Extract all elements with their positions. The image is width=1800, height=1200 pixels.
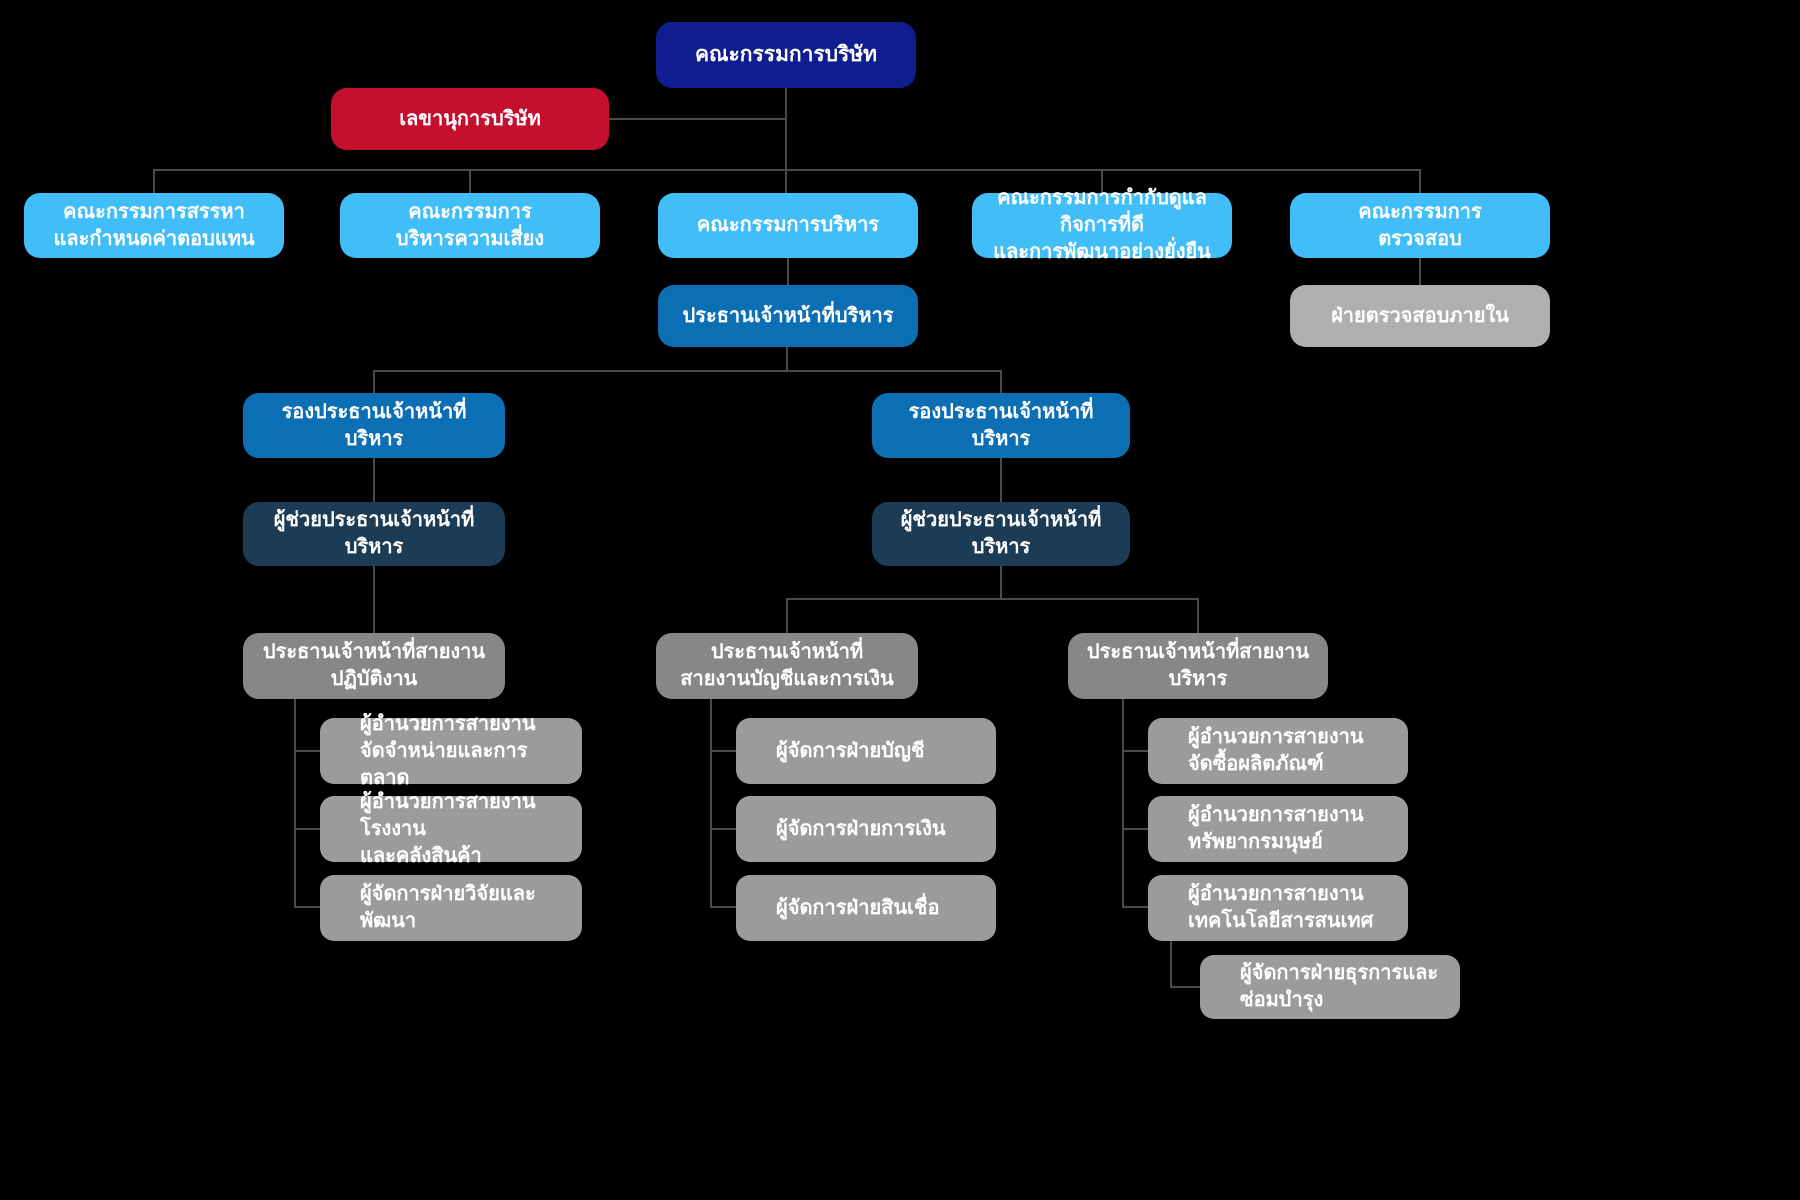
connector — [1170, 986, 1200, 988]
node-label: ประธานเจ้าหน้าที่บริหาร — [682, 304, 894, 327]
node-audit-committee: คณะกรรมการ ตรวจสอบ — [1290, 193, 1550, 258]
node-nomination-committee: คณะกรรมการสรรหา และกำหนดค่าตอบแทน — [24, 193, 284, 258]
node-label: คณะกรรมการบริหาร — [696, 214, 880, 236]
node-chief-operations: ประธานเจ้าหน้าที่สายงานปฏิบัติงาน — [243, 633, 505, 699]
connector — [1101, 169, 1103, 193]
node-label: ผู้อำนวยการสายงาน จัดจำหน่ายและการตลาด — [360, 712, 536, 789]
connector — [786, 598, 1199, 600]
connector — [373, 370, 1002, 372]
node-manager-credit: ผู้จัดการฝ่ายสินเชื่อ — [736, 875, 996, 941]
connector — [1122, 828, 1148, 830]
connector — [710, 906, 736, 908]
node-label: ผู้อำนวยการสายงาน เทคโนโลยีสารสนเทศ — [1188, 883, 1374, 932]
node-label: ประธานเจ้าหน้าที่ สายงานบัญชีและการเงิน — [680, 641, 894, 690]
node-chief-accounting-finance: ประธานเจ้าหน้าที่ สายงานบัญชีและการเงิน — [656, 633, 918, 699]
node-assistant-ceo-left: ผู้ช่วยประธานเจ้าหน้าที่บริหาร — [243, 502, 505, 566]
connector — [1122, 750, 1148, 752]
node-label: คณะกรรมการกำกับดูแลกิจการที่ดี และการพัฒ… — [993, 187, 1211, 263]
node-label: ประธานเจ้าหน้าที่สายงานบริหาร — [1086, 641, 1310, 690]
node-label: ผู้จัดการฝ่ายวิจัยและพัฒนา — [360, 883, 536, 932]
node-label: คณะกรรมการ ตรวจสอบ — [1358, 200, 1482, 250]
node-director-factory-warehouse: ผู้อำนวยการสายงานโรงงาน และคลังสินค้า — [320, 791, 582, 867]
connector — [373, 370, 375, 393]
node-label: เลขานุการบริษัท — [399, 107, 541, 130]
connector — [294, 750, 320, 752]
node-label: ผู้ช่วยประธานเจ้าหน้าที่บริหาร — [273, 509, 475, 558]
node-deputy-ceo-left: รองประธานเจ้าหน้าที่บริหาร — [243, 393, 505, 458]
node-manager-accounting: ผู้จัดการฝ่ายบัญชี — [736, 718, 996, 784]
node-label: รองประธานเจ้าหน้าที่บริหาร — [281, 400, 467, 450]
connector — [787, 258, 789, 285]
connector — [469, 169, 471, 193]
node-chief-administration: ประธานเจ้าหน้าที่สายงานบริหาร — [1068, 633, 1328, 699]
connector — [1000, 566, 1002, 600]
node-ceo: ประธานเจ้าหน้าที่บริหาร — [658, 285, 918, 347]
node-manager-rnd: ผู้จัดการฝ่ายวิจัยและพัฒนา — [320, 875, 582, 941]
node-label: ประธานเจ้าหน้าที่สายงานปฏิบัติงาน — [262, 641, 486, 690]
connector — [710, 699, 712, 908]
node-board-of-directors: คณะกรรมการบริษัท — [656, 22, 916, 88]
node-label: รองประธานเจ้าหน้าที่บริหาร — [908, 400, 1094, 450]
node-executive-committee: คณะกรรมการบริหาร — [658, 193, 918, 258]
connector — [373, 566, 375, 633]
node-manager-finance: ผู้จัดการฝ่ายการเงิน — [736, 796, 996, 862]
connector — [294, 828, 320, 830]
connector — [153, 169, 1421, 171]
connector — [710, 750, 736, 752]
node-deputy-ceo-right: รองประธานเจ้าหน้าที่บริหาร — [872, 393, 1130, 458]
node-manager-admin-maintenance: ผู้จัดการฝ่ายธุรการและ ซ่อมบำรุง — [1200, 955, 1460, 1019]
connector — [710, 828, 736, 830]
node-label: ผู้ช่วยประธานเจ้าหน้าที่บริหาร — [900, 509, 1102, 558]
connector — [1000, 370, 1002, 393]
connector — [294, 906, 320, 908]
connector — [1197, 598, 1199, 633]
connector — [786, 598, 788, 633]
node-label: ผู้อำนวยการสายงาน ทรัพยากรมนุษย์ — [1188, 804, 1364, 853]
node-director-sales-marketing: ผู้อำนวยการสายงาน จัดจำหน่ายและการตลาด — [320, 713, 582, 789]
connector — [153, 169, 155, 193]
node-label: ผู้อำนวยการสายงานโรงงาน และคลังสินค้า — [360, 790, 536, 867]
node-label: คณะกรรมการ บริหารความเสี่ยง — [395, 200, 545, 250]
node-label: ผู้จัดการฝ่ายการเงิน — [776, 817, 946, 840]
connector — [373, 458, 375, 502]
connector — [786, 347, 788, 372]
node-director-procurement: ผู้อำนวยการสายงาน จัดซื้อผลิตภัณฑ์ — [1148, 718, 1408, 784]
node-assistant-ceo-right: ผู้ช่วยประธานเจ้าหน้าที่บริหาร — [872, 502, 1130, 566]
node-internal-audit: ฝ่ายตรวจสอบภายใน — [1290, 285, 1550, 347]
node-label: ผู้จัดการฝ่ายบัญชี — [776, 739, 925, 762]
connector — [785, 88, 787, 193]
connector — [609, 118, 786, 120]
node-company-secretary: เลขานุการบริษัท — [331, 88, 609, 150]
node-risk-committee: คณะกรรมการ บริหารความเสี่ยง — [340, 193, 600, 258]
node-director-it: ผู้อำนวยการสายงาน เทคโนโลยีสารสนเทศ — [1148, 875, 1408, 941]
node-governance-committee: คณะกรรมการกำกับดูแลกิจการที่ดี และการพัฒ… — [972, 187, 1232, 263]
node-label: ผู้จัดการฝ่ายธุรการและ ซ่อมบำรุง — [1240, 962, 1439, 1011]
connector — [294, 699, 296, 908]
connector — [1122, 906, 1148, 908]
node-label: ผู้อำนวยการสายงาน จัดซื้อผลิตภัณฑ์ — [1188, 726, 1364, 775]
node-label: ฝ่ายตรวจสอบภายใน — [1331, 304, 1509, 327]
node-label: คณะกรรมการสรรหา และกำหนดค่าตอบแทน — [53, 200, 255, 250]
connector — [1419, 169, 1421, 193]
connector — [1419, 258, 1421, 285]
connector — [1170, 941, 1172, 988]
node-director-hr: ผู้อำนวยการสายงาน ทรัพยากรมนุษย์ — [1148, 796, 1408, 862]
connector — [1000, 458, 1002, 502]
node-label: คณะกรรมการบริษัท — [694, 42, 877, 66]
connector — [1122, 699, 1124, 908]
node-label: ผู้จัดการฝ่ายสินเชื่อ — [776, 896, 940, 919]
